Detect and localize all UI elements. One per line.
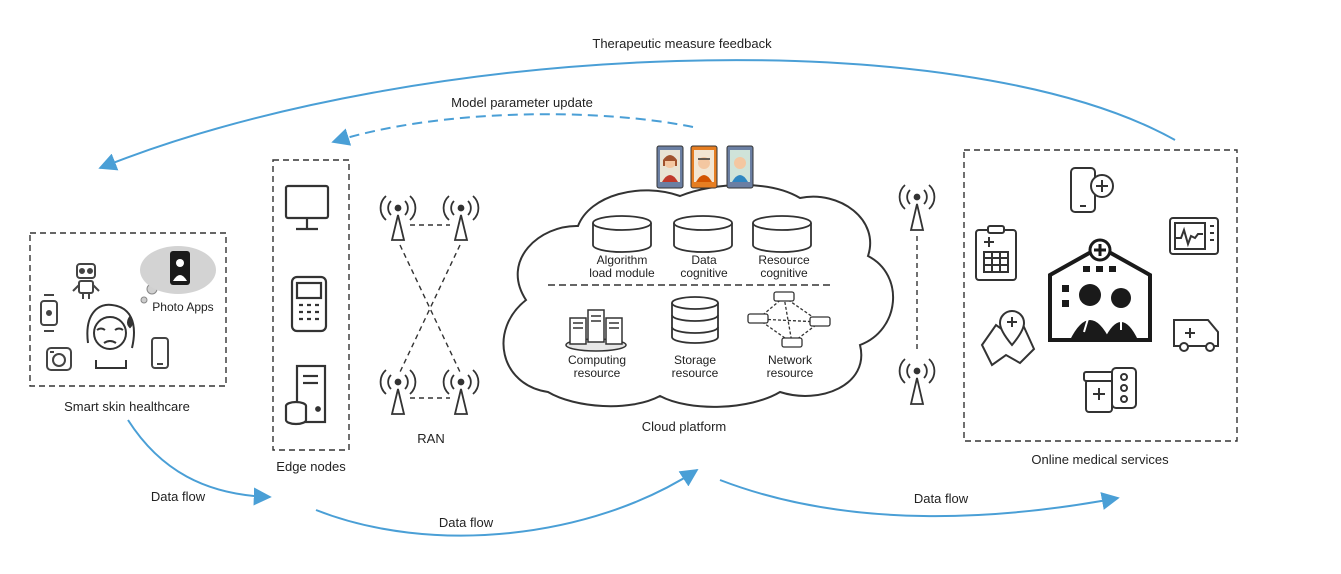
edge-phone-icon <box>290 275 328 333</box>
ran-antenna-icon <box>379 369 417 415</box>
resource-cognitive-label-1: Resource <box>758 253 810 267</box>
network-routers-icon <box>747 291 831 348</box>
server-database-icon <box>284 364 327 426</box>
smart-skin-label: Smart skin healthcare <box>64 399 190 414</box>
storage-label-2: resource <box>672 366 719 380</box>
algorithm-label-2: load module <box>589 266 655 280</box>
smartwatch-icon <box>40 294 58 332</box>
model-update-label: Model parameter update <box>451 95 593 110</box>
algorithm-database-icon <box>592 215 652 253</box>
computing-label-2: resource <box>574 366 621 380</box>
user-avatar-icon <box>726 145 754 189</box>
cloud-platform-label: Cloud platform <box>642 419 727 434</box>
online-medical-box <box>963 149 1238 442</box>
photo-apps-label: Photo Apps <box>152 300 213 314</box>
algorithm-label-1: Algorithm <box>597 253 648 267</box>
data-cognitive-label-2: cognitive <box>680 266 728 280</box>
smart-skin-box <box>29 232 227 387</box>
network-label-2: resource <box>767 366 814 380</box>
storage-database-icon <box>671 296 719 344</box>
user-avatar-icon <box>690 145 718 189</box>
therapeutic-feedback-arrow <box>98 59 1176 171</box>
map-location-icon <box>980 310 1036 367</box>
data-flow-label-3: Data flow <box>914 491 969 506</box>
antenna-icon-bottom <box>898 358 936 405</box>
model-update-arrow <box>331 113 694 146</box>
photo-app-phone-icon <box>170 251 190 285</box>
phone-consult-icon <box>1070 167 1114 213</box>
data-flow-arrow-2 <box>315 469 699 537</box>
ran-links <box>399 224 461 399</box>
person-worried-icon <box>86 303 135 369</box>
smartphone-icon <box>151 337 169 369</box>
medicine-icon <box>1083 367 1137 413</box>
monitor-icon <box>284 184 330 231</box>
edge-nodes-label: Edge nodes <box>276 459 346 474</box>
ran-label: RAN <box>417 431 444 446</box>
data-flow-arrow-1 <box>127 419 272 506</box>
edge-nodes-box <box>272 159 350 451</box>
ran-antenna-icon <box>442 369 480 415</box>
heart-monitor-icon <box>1169 217 1219 255</box>
storage-label-1: Storage <box>674 353 716 367</box>
computing-label-1: Computing <box>568 353 626 367</box>
ran-antenna-icon <box>379 195 417 241</box>
resource-cognitive-label-2: cognitive <box>760 266 808 280</box>
online-medical-label: Online medical services <box>1031 452 1169 467</box>
data-flow-arrow-3 <box>719 479 1120 518</box>
antenna-icon-top <box>898 184 936 231</box>
data-flow-label-2: Data flow <box>439 515 494 530</box>
ran-antenna-icon <box>442 195 480 241</box>
computing-servers-icon <box>565 309 627 352</box>
medical-chart-icon <box>975 225 1017 281</box>
robot-icon <box>72 263 100 299</box>
ambulance-icon <box>1173 319 1219 352</box>
hospital-doctors-icon <box>1048 238 1152 342</box>
data-cognitive-database-icon <box>673 215 733 253</box>
thought-dot-small <box>140 296 148 304</box>
resource-cognitive-database-icon <box>752 215 812 253</box>
therapeutic-feedback-label: Therapeutic measure feedback <box>592 36 772 51</box>
network-label-1: Network <box>768 353 813 367</box>
camera-icon <box>46 347 72 371</box>
user-avatar-icon <box>656 145 684 189</box>
data-flow-label-1: Data flow <box>151 489 206 504</box>
data-cognitive-label-1: Data <box>691 253 717 267</box>
